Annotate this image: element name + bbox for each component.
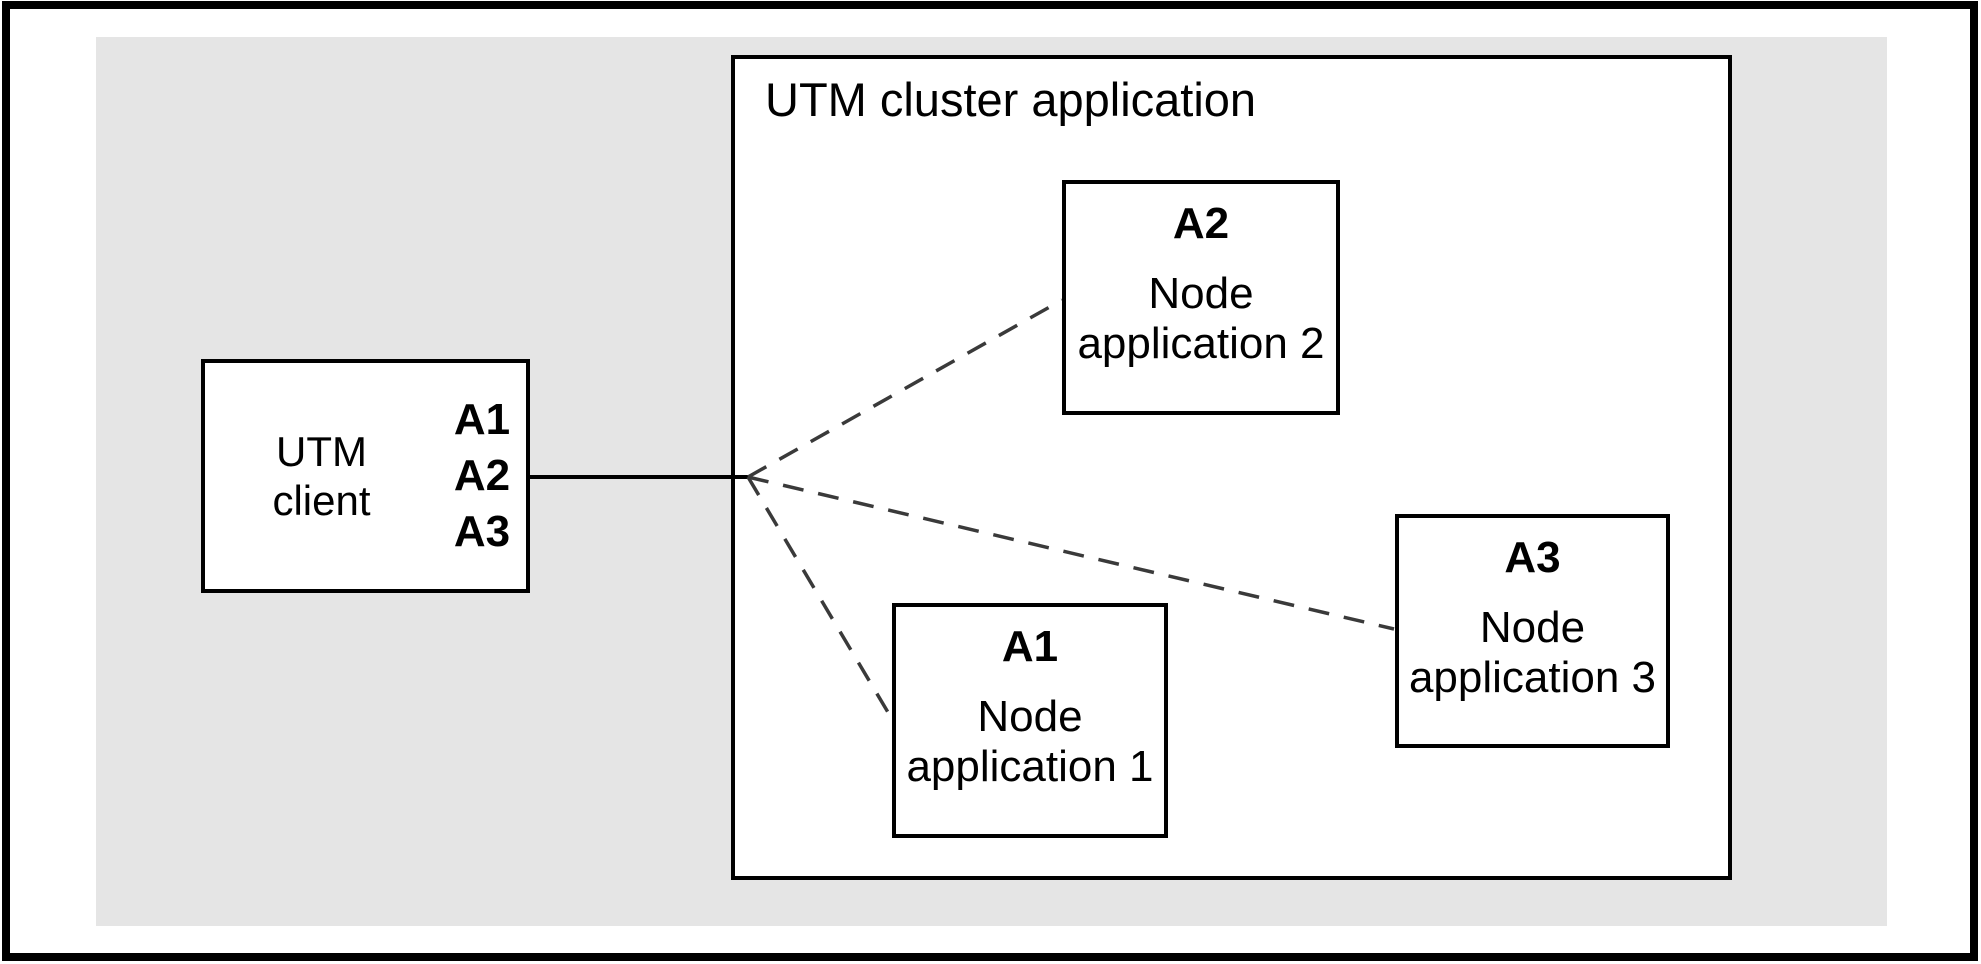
utm-client-box: UTM client A1 A2 A3 (201, 359, 530, 593)
client-label-line1: UTM (276, 428, 367, 475)
client-label-line2: client (272, 477, 371, 524)
client-app-id-a2: A2 (453, 451, 511, 500)
node-a3-name-line1: Node (1479, 603, 1586, 652)
utm-cluster-application-box: UTM cluster application (731, 55, 1732, 880)
client-label: UTM client (205, 363, 438, 589)
node-application-3-box: A3 Node application 3 (1395, 514, 1670, 748)
node-a2-id: A2 (1172, 199, 1230, 248)
client-app-id-a1: A1 (453, 395, 511, 444)
node-a2-name-line2: application 2 (1077, 319, 1325, 368)
node-application-2-box: A2 Node application 2 (1062, 180, 1340, 415)
cluster-title: UTM cluster application (765, 73, 1257, 126)
node-a1-id: A1 (1001, 622, 1059, 671)
node-a1-name-line2: application 1 (906, 742, 1154, 791)
client-app-id-list: A1 A2 A3 (438, 363, 526, 589)
client-app-id-a3: A3 (453, 507, 511, 556)
node-a1-name-line1: Node (977, 692, 1083, 741)
node-a2-name-line1: Node (1148, 269, 1254, 318)
node-a3-name-line2: application 3 (1408, 653, 1657, 702)
node-a3-id: A3 (1504, 533, 1561, 582)
node-application-1-box: A1 Node application 1 (892, 603, 1168, 838)
